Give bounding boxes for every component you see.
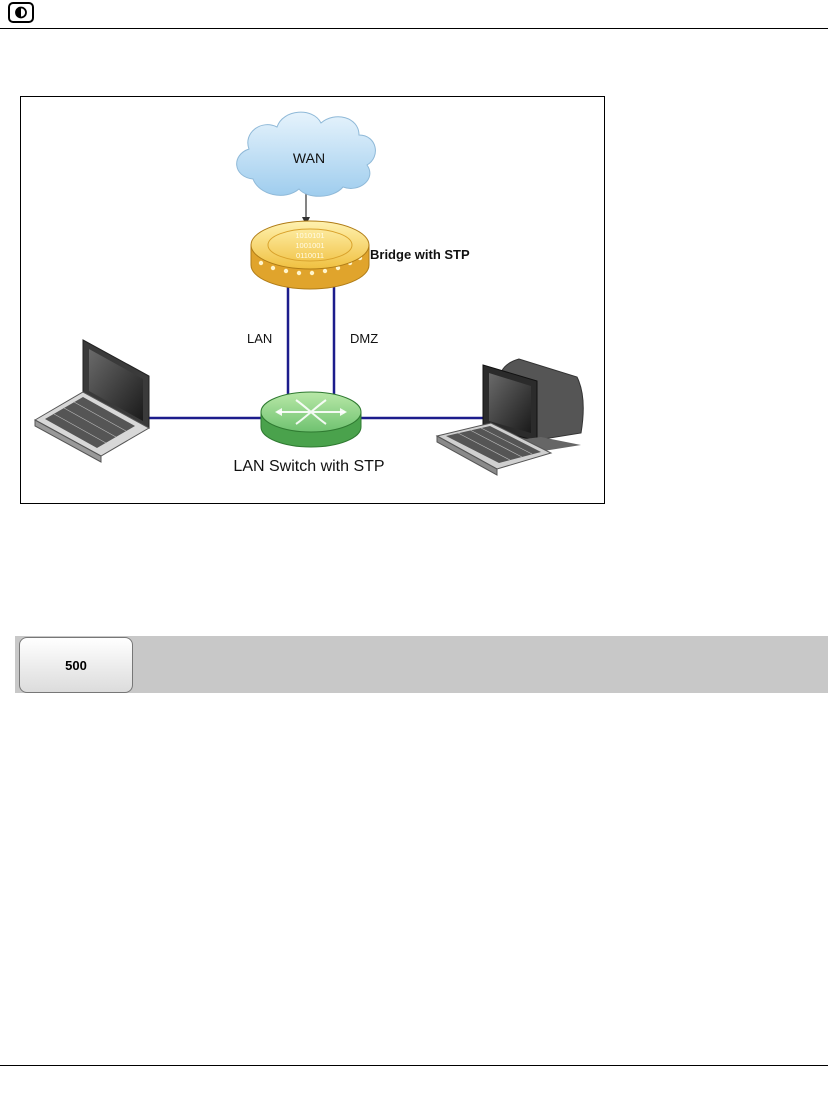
code-500-button[interactable]: 500	[19, 637, 133, 693]
lan-switch-icon	[261, 392, 361, 447]
bridge-label: Bridge with STP	[370, 247, 470, 262]
bridge-bits-row: 1010101	[295, 231, 324, 240]
laptop-icon	[35, 340, 149, 462]
wan-cloud-icon: WAN	[237, 112, 376, 196]
network-diagram: WAN 1010101 1001001 0110011 Bridge with …	[20, 96, 605, 504]
wan-arrow	[302, 192, 310, 225]
bridge-icon: 1010101 1001001 0110011	[251, 221, 369, 289]
dmz-link-label: DMZ	[350, 331, 378, 346]
logo-icon	[8, 2, 34, 23]
bridge-bits-row: 1001001	[295, 241, 324, 250]
wan-label: WAN	[293, 150, 325, 166]
footer-rule	[0, 1065, 828, 1066]
header-rule	[0, 28, 828, 29]
bridge-bits-row: 0110011	[296, 251, 324, 260]
lan-link-label: LAN	[247, 331, 272, 346]
section-banner	[15, 636, 828, 693]
switch-label: LAN Switch with STP	[233, 458, 384, 475]
